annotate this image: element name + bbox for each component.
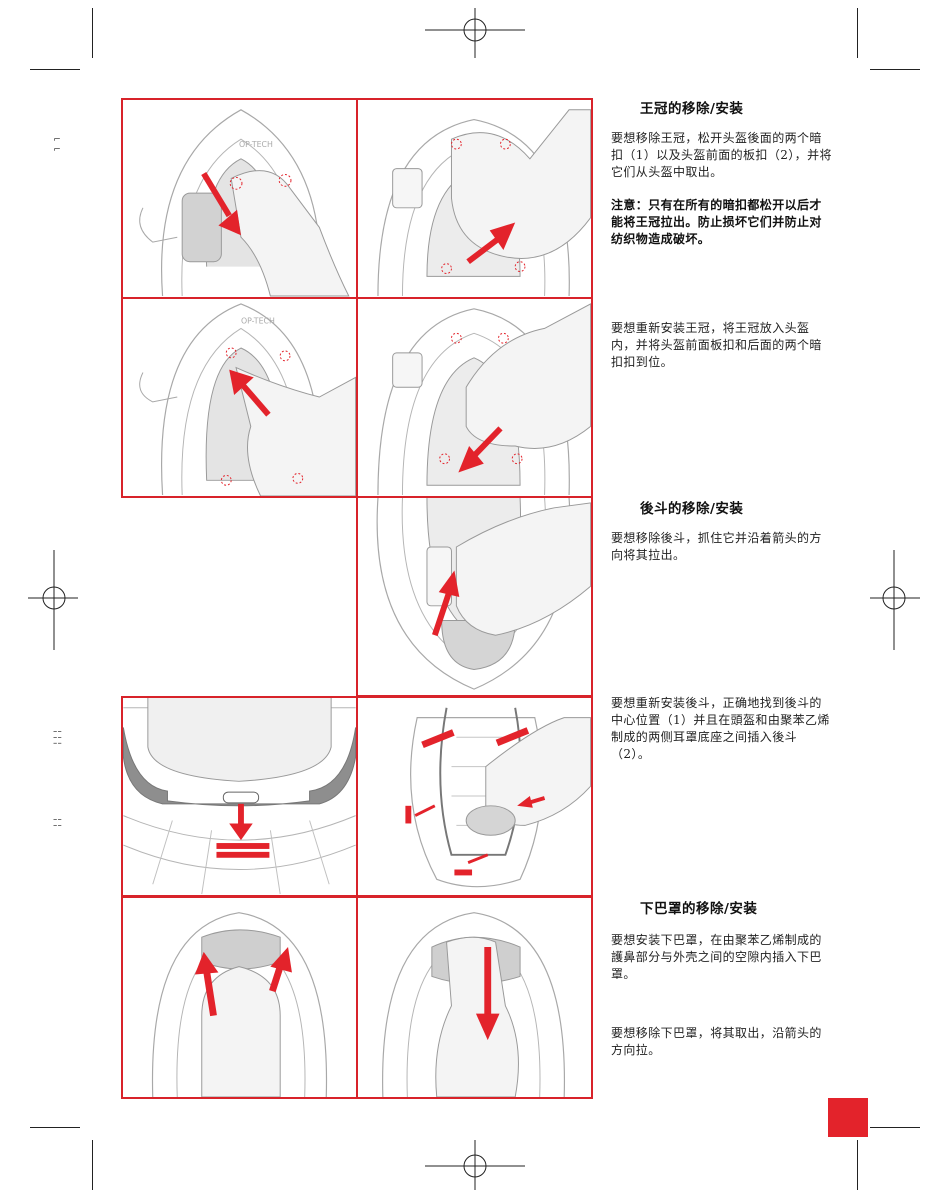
- helmet-interior-drawing: [123, 698, 356, 895]
- illustration-neck-roll-remove: [356, 496, 593, 697]
- neck-roll-remove-text: 要想移除後斗，抓住它并沿着箭头的方向将其拉出。: [611, 531, 822, 562]
- illustration-crown-remove-rear: OP-TECH: [121, 98, 358, 299]
- illustration-crown-install-rear: OP-TECH: [121, 297, 358, 498]
- helmet-interior-drawing: OP-TECH: [139, 303, 356, 496]
- helmet-interior-drawing: [377, 109, 591, 297]
- crop-mark: [857, 1140, 858, 1190]
- neck-roll-install-text: 要想重新安装後斗，正确地找到後斗的中心位置（1）并且在頭盔和由聚苯乙烯制成的两侧…: [611, 696, 830, 761]
- registration-mark-bottom: [425, 1140, 525, 1190]
- margin-artifact: ¦ ¦: [52, 818, 62, 827]
- registration-mark-left: [28, 550, 78, 650]
- illustration-chin-curtain-remove: [356, 896, 593, 1099]
- crown-heading: 王冠的移除/安装: [640, 101, 744, 117]
- chin-curtain-heading: 下巴罩的移除/安装: [640, 901, 758, 917]
- crop-mark: [857, 8, 858, 58]
- neck-roll-heading: 後斗的移除/安装: [640, 501, 744, 517]
- chin-curtain-remove-text: 要想移除下巴罩，将其取出，沿箭头的方向拉。: [611, 1026, 822, 1057]
- margin-artifact: ¦ ¦ ¦: [52, 730, 62, 745]
- crop-mark: [92, 1140, 93, 1190]
- crop-mark: [870, 69, 920, 70]
- illustration-chin-curtain-install: [121, 896, 358, 1099]
- crown-install-text: 要想重新安装王冠，将王冠放入头盔内，并将头盔前面板扣和后面的两个暗扣扣到位。: [611, 321, 822, 369]
- registration-mark-right: [870, 550, 920, 650]
- brand-label: OP-TECH: [241, 317, 275, 326]
- crown-warning-text: 注意：只有在所有的暗扣都松开以后才能将王冠拉出。防止损坏它们并防止对纺织物造成破…: [611, 198, 822, 246]
- illustration-neck-roll-center: [121, 696, 358, 897]
- helmet-interior-drawing: OP-TECH: [139, 109, 350, 297]
- page-tab: [828, 1098, 868, 1137]
- crop-mark: [92, 8, 93, 58]
- crop-mark: [30, 1127, 80, 1128]
- illustration-neck-roll-insert: [356, 696, 593, 897]
- margin-artifact: ⌐⌐: [52, 135, 62, 155]
- helmet-interior-drawing: [382, 912, 566, 1097]
- crop-mark: [870, 1127, 920, 1128]
- brand-label: OP-TECH: [239, 140, 273, 149]
- crop-mark: [30, 69, 80, 70]
- illustration-crown-remove-front: [356, 98, 593, 299]
- helmet-interior-drawing: [151, 912, 328, 1097]
- crown-remove-text: 要想移除王冠，松开头盔後面的两个暗扣（1）以及头盔前面的板扣（2），并将它们从头…: [611, 131, 832, 179]
- chin-curtain-install-text: 要想安装下巴罩，在由聚苯乙烯制成的護鼻部分与外壳之间的空隙内插入下巴罩。: [611, 933, 822, 981]
- illustration-crown-install-front: [356, 297, 593, 498]
- helmet-interior-drawing: [377, 303, 591, 496]
- helmet-interior-drawing: [376, 498, 591, 690]
- registration-mark-top: [425, 8, 525, 58]
- helmet-interior-drawing: [405, 707, 591, 888]
